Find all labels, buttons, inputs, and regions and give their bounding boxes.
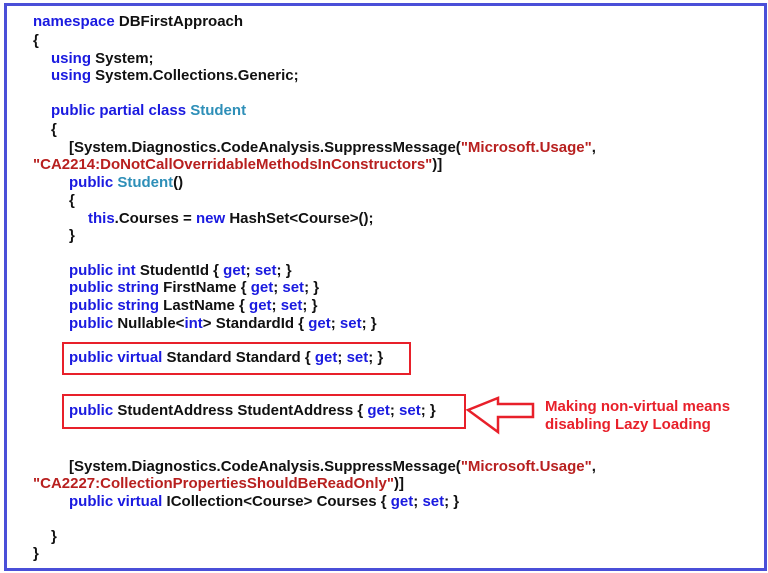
attribute-line: [System.Diagnostics.CodeAnalysis.Suppres… xyxy=(69,458,596,475)
student-address-property-line: public StudentAddress StudentAddress { g… xyxy=(69,402,436,419)
highlight-box-standard xyxy=(62,342,411,375)
brace-line: } xyxy=(33,545,39,562)
property-line: public string FirstName { get; set; } xyxy=(69,279,320,296)
class-declaration-line: public partial class Student xyxy=(51,102,247,119)
annotation-line-2: disabling Lazy Loading xyxy=(545,416,711,433)
brace-line: { xyxy=(33,32,39,49)
attribute-line: "CA2214:DoNotCallOverridableMethodsInCon… xyxy=(33,156,443,173)
constructor-line: public Student() xyxy=(69,174,184,191)
namespace-line: namespace DBFirstApproach xyxy=(33,13,244,30)
courses-property-line: public virtual ICollection<Course> Cours… xyxy=(69,493,460,510)
brace-line: } xyxy=(69,227,75,244)
using-line: using System; xyxy=(51,50,154,67)
highlight-box-student-address xyxy=(62,394,466,429)
attribute-line: [System.Diagnostics.CodeAnalysis.Suppres… xyxy=(69,139,596,156)
left-arrow-icon xyxy=(465,396,535,435)
property-line: public Nullable<int> StandardId { get; s… xyxy=(69,315,377,332)
keyword: namespace xyxy=(33,13,115,30)
brace-line: } xyxy=(51,528,57,545)
property-line: public string LastName { get; set; } xyxy=(69,297,318,314)
annotation-line-1: Making non-virtual means xyxy=(545,398,731,415)
brace-line: { xyxy=(69,192,75,209)
property-line: public int StudentId { get; set; } xyxy=(69,262,292,279)
virtual-standard-property-line: public virtual Standard Standard { get; … xyxy=(69,349,384,366)
using-line: using System.Collections.Generic; xyxy=(51,67,299,84)
attribute-line: "CA2227:CollectionPropertiesShouldBeRead… xyxy=(33,475,404,492)
code-frame xyxy=(4,3,767,571)
brace-line: { xyxy=(51,121,57,138)
code-listing: namespace DBFirstApproach { using System… xyxy=(0,0,596,562)
statement-line: this.Courses = new HashSet<Course>(); xyxy=(88,210,374,227)
lazy-loading-annotation: Making non-virtual means disabling Lazy … xyxy=(545,398,730,434)
